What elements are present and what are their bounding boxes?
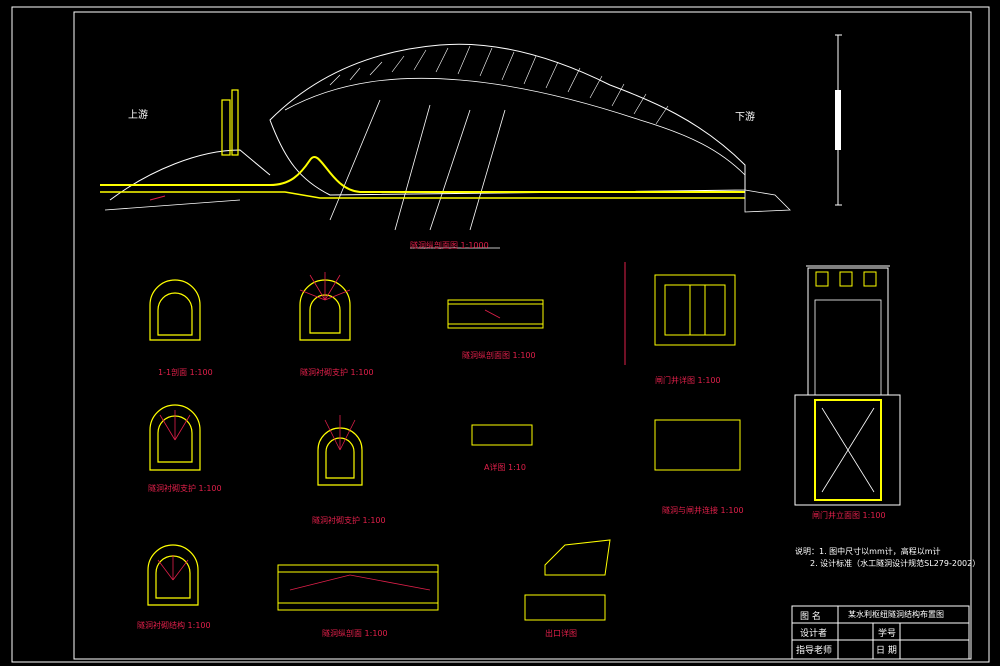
fault-lines bbox=[329, 99, 506, 231]
main-longitudinal-section bbox=[100, 43, 791, 249]
detail-title-9: 隧洞衬砌结构 1:100 bbox=[137, 621, 211, 630]
detail-title-2: 隧洞衬砌支护 1:100 bbox=[300, 368, 374, 377]
gate-tower-elevation bbox=[794, 265, 901, 506]
drawing-name-label: 图 名 bbox=[800, 612, 821, 622]
inner-frame bbox=[73, 11, 972, 660]
gate-well-detail bbox=[624, 262, 736, 365]
dim-line bbox=[149, 195, 166, 201]
detail-title-8: 隧洞与闸井连接 1:100 bbox=[662, 506, 744, 515]
advisor-label: 指导老师 bbox=[796, 646, 833, 656]
longitudinal-details bbox=[277, 299, 741, 621]
date-label: 日 期 bbox=[876, 646, 897, 656]
detail-sections bbox=[147, 279, 363, 606]
weathered-layer bbox=[284, 77, 746, 176]
tunnel-invert bbox=[100, 191, 745, 199]
detail-title-10: 隧洞纵剖面 1:100 bbox=[322, 629, 388, 638]
left-ground bbox=[104, 199, 241, 211]
outer-frame bbox=[11, 6, 990, 663]
elevation-scale bbox=[835, 34, 842, 206]
drawing-name: 某水利枢纽隧洞结构布置图 bbox=[848, 610, 944, 619]
upstream-label: 上游 bbox=[128, 110, 148, 121]
rock-bolts bbox=[157, 272, 356, 581]
detail-title-5: 隧洞衬砌支护 1:100 bbox=[148, 484, 222, 493]
title-block bbox=[791, 605, 970, 660]
rock-hatching bbox=[329, 45, 669, 125]
main-section-title: 隧洞纵剖面图 1:1000 bbox=[410, 241, 489, 250]
downstream-label: 下游 bbox=[735, 112, 755, 123]
detail-title-12: 闸门井立面图 1:100 bbox=[812, 511, 886, 520]
left-slope bbox=[109, 149, 271, 201]
student-id-label: 学号 bbox=[878, 629, 897, 639]
gate-shaft bbox=[231, 89, 239, 156]
detail-title-1: 1-1剖面 1:100 bbox=[158, 368, 213, 377]
note-line-1: 说明：1. 图中尺寸以mm计，高程以m计 bbox=[795, 547, 941, 556]
outlet-ground bbox=[744, 189, 791, 213]
intake-tower bbox=[221, 99, 231, 156]
detail-rebar bbox=[289, 309, 501, 591]
detail-title-11: 出口详图 bbox=[545, 629, 577, 638]
note-line-2: 2. 设计标准（水工隧洞设计规范SL279-2002） bbox=[810, 559, 981, 568]
designer-label: 设计者 bbox=[800, 629, 828, 639]
detail-title-3: 隧洞纵剖面图 1:100 bbox=[462, 351, 536, 360]
detail-title-6: 隧洞衬砌支护 1:100 bbox=[312, 516, 386, 525]
detail-title-7: A详图 1:10 bbox=[484, 463, 526, 472]
tunnel-axis bbox=[100, 156, 745, 193]
detail-title-4: 闸门井详图 1:100 bbox=[655, 376, 721, 385]
mountain-outline bbox=[269, 43, 746, 196]
